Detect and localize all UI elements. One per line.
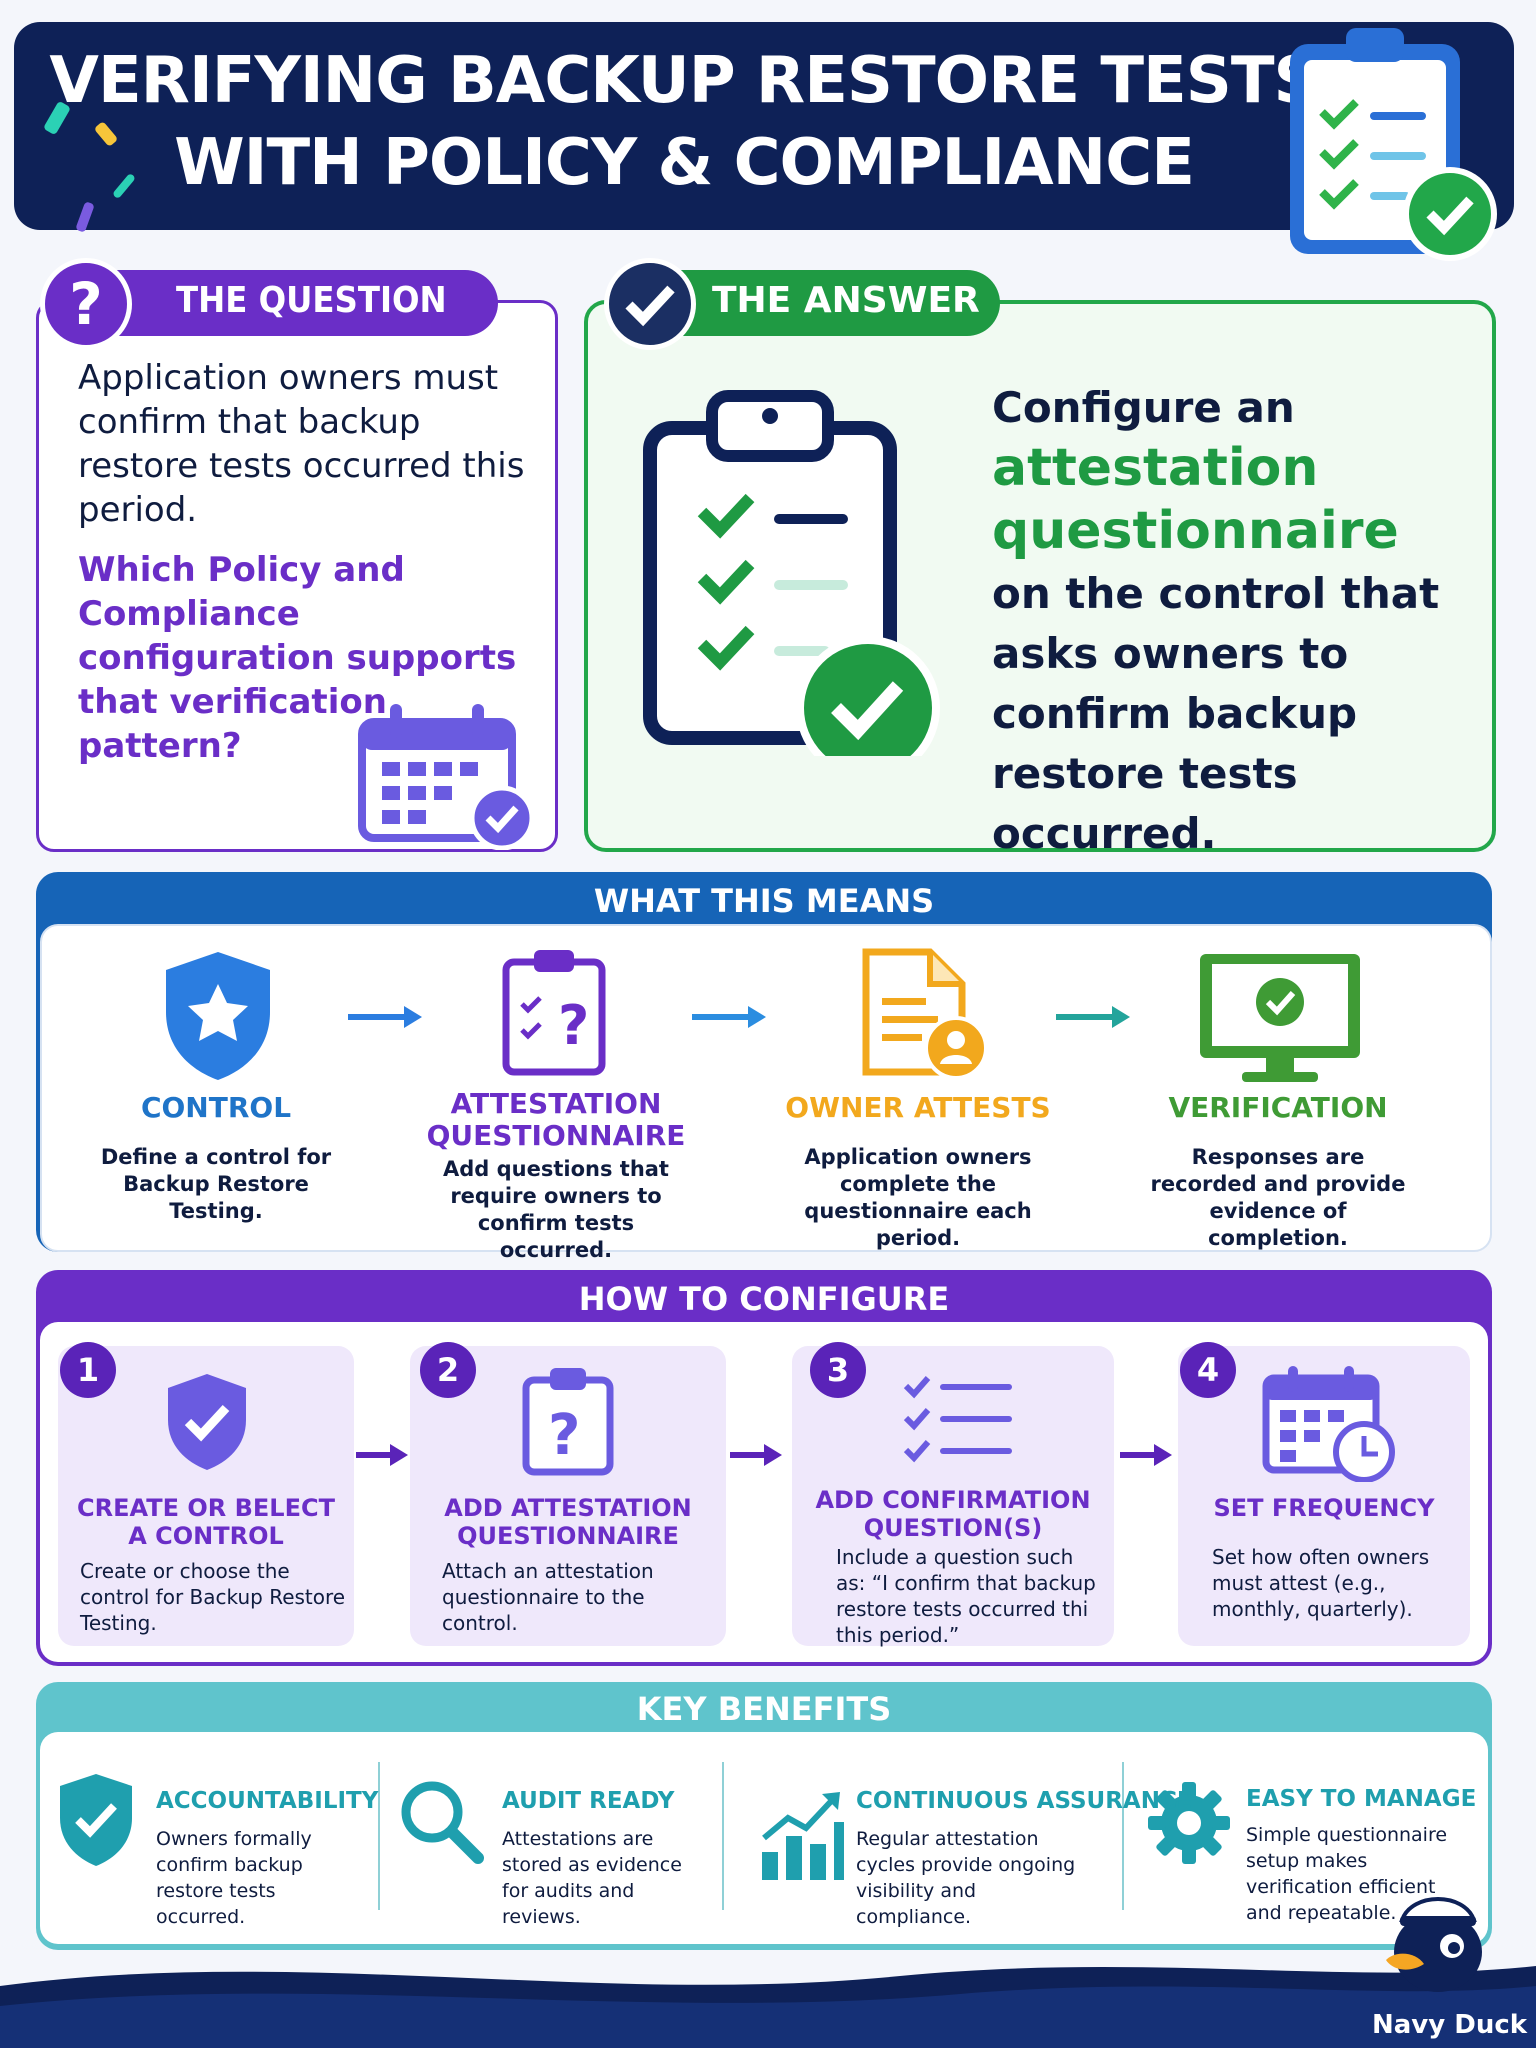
duck-mascot-icon bbox=[1386, 1897, 1482, 1992]
config-step-name: CREATE OR BELECT A CONTROL bbox=[77, 1494, 335, 1550]
divider bbox=[722, 1762, 724, 1910]
shield-star-icon bbox=[166, 952, 270, 1080]
clipboard-question-icon: ? bbox=[502, 950, 606, 1076]
answer-text: Configure an attestation questionnaire o… bbox=[992, 378, 1492, 864]
step-number-badge: 4 bbox=[1180, 1342, 1236, 1398]
gear-icon bbox=[1148, 1782, 1230, 1864]
means-step-name: CONTROL bbox=[140, 1091, 292, 1124]
benefit-name: AUDIT READY bbox=[502, 1788, 675, 1814]
question-body: Application owners must confirm that bac… bbox=[78, 358, 525, 530]
benefit-desc: Regular attestation cycles provide ongoi… bbox=[856, 1828, 1076, 1928]
arrow-right-icon bbox=[1056, 1006, 1130, 1028]
checklist-icon bbox=[903, 1376, 1012, 1463]
arrow-right-icon bbox=[348, 1006, 422, 1028]
arrow-right-icon bbox=[730, 1444, 782, 1466]
answer-highlight-1: attestation bbox=[992, 438, 1319, 498]
step-number-badge: 3 bbox=[810, 1342, 866, 1398]
question-ask: Which Policy and Compliance configuratio… bbox=[78, 550, 517, 766]
means-step-name: ATTESTATION QUESTIONNAIRE bbox=[426, 1087, 686, 1152]
means-step-desc: Responses are recorded and provide evide… bbox=[1150, 1145, 1406, 1250]
check-badge-icon bbox=[604, 258, 696, 350]
question-label: THE QUESTION bbox=[176, 280, 447, 321]
config-step-desc: Set how often owners must attest (e.g., … bbox=[1212, 1545, 1430, 1621]
calendar-check-icon bbox=[358, 704, 535, 850]
answer-text-tail: on the control that asks owners to confi… bbox=[992, 569, 1440, 858]
config-step-name: SET FREQUENCY bbox=[1213, 1494, 1435, 1522]
confetti-decoration bbox=[44, 102, 135, 232]
document-user-icon bbox=[862, 948, 988, 1080]
how-to-configure-title: HOW TO CONFIGURE bbox=[578, 1280, 950, 1318]
means-step-desc: Add questions that require owners to con… bbox=[443, 1157, 669, 1262]
page-title-line-2: WITH POLICY & COMPLIANCE bbox=[174, 126, 1195, 200]
shield-check-icon bbox=[168, 1374, 246, 1470]
arrow-right-icon bbox=[356, 1444, 408, 1466]
question-mark-icon: ? bbox=[40, 258, 132, 350]
config-step-desc: Attach an attestation questionnaire to t… bbox=[442, 1559, 654, 1635]
clipboard-question-icon: ? bbox=[522, 1368, 614, 1476]
header-banner: VERIFYING BACKUP RESTORE TESTS WITH POLI… bbox=[14, 22, 1514, 232]
means-step-name: VERIFICATION bbox=[1168, 1091, 1388, 1124]
clipboard-checklist-icon bbox=[643, 390, 940, 756]
svg-text:?: ? bbox=[548, 1403, 580, 1468]
divider bbox=[378, 1762, 380, 1910]
benefit-name: EASY TO MANAGE bbox=[1246, 1786, 1477, 1812]
footer-wave bbox=[0, 1966, 1536, 2048]
answer-text-lead: Configure an bbox=[992, 383, 1295, 432]
calendar-clock-icon bbox=[1262, 1366, 1395, 1482]
config-step-desc: Include a question such as: “I confirm t… bbox=[836, 1545, 1096, 1647]
growth-chart-icon bbox=[762, 1792, 844, 1880]
svg-text:?: ? bbox=[558, 994, 589, 1057]
arrow-right-icon bbox=[692, 1006, 766, 1028]
monitor-check-icon bbox=[1200, 954, 1360, 1082]
what-this-means-title: WHAT THIS MEANS bbox=[593, 882, 935, 920]
arrow-right-icon bbox=[1120, 1444, 1172, 1466]
means-step-desc: Define a control for Backup Restore Test… bbox=[100, 1145, 332, 1223]
step-number-badge: 1 bbox=[60, 1342, 116, 1398]
brand-name: Navy Duck bbox=[1372, 2010, 1528, 2040]
benefit-desc: Attestations are stored as evidence for … bbox=[502, 1828, 682, 1928]
shield-check-icon bbox=[60, 1774, 132, 1866]
clipboard-check-icon bbox=[1290, 28, 1497, 261]
benefit-desc: Owners formally confirm backup restore t… bbox=[156, 1828, 312, 1928]
magnifier-icon bbox=[401, 1781, 484, 1864]
means-step-desc: Application owners complete the question… bbox=[804, 1145, 1032, 1250]
key-benefits-title: KEY BENEFITS bbox=[636, 1690, 892, 1728]
answer-label: THE ANSWER bbox=[712, 280, 980, 321]
config-step-desc: Create or choose the control for Backup … bbox=[80, 1559, 346, 1635]
config-step-name: ADD CONFIRMATION QUESTION(S) bbox=[815, 1486, 1091, 1542]
means-step-name: OWNER ATTESTS bbox=[785, 1091, 1051, 1124]
config-step-name: ADD ATTESTATION QUESTIONNAIRE bbox=[444, 1494, 692, 1550]
step-number-badge: 2 bbox=[420, 1342, 476, 1398]
benefit-name: ACCOUNTABILITY bbox=[156, 1788, 379, 1814]
divider bbox=[1122, 1762, 1124, 1910]
page-title-line-1: VERIFYING BACKUP RESTORE TESTS bbox=[49, 44, 1319, 118]
benefit-desc: Simple questionnaire setup makes verific… bbox=[1246, 1824, 1448, 1924]
answer-highlight-2: questionnaire bbox=[992, 501, 1399, 561]
benefit-name: CONTINUOUS ASSURANCE bbox=[856, 1788, 1193, 1814]
